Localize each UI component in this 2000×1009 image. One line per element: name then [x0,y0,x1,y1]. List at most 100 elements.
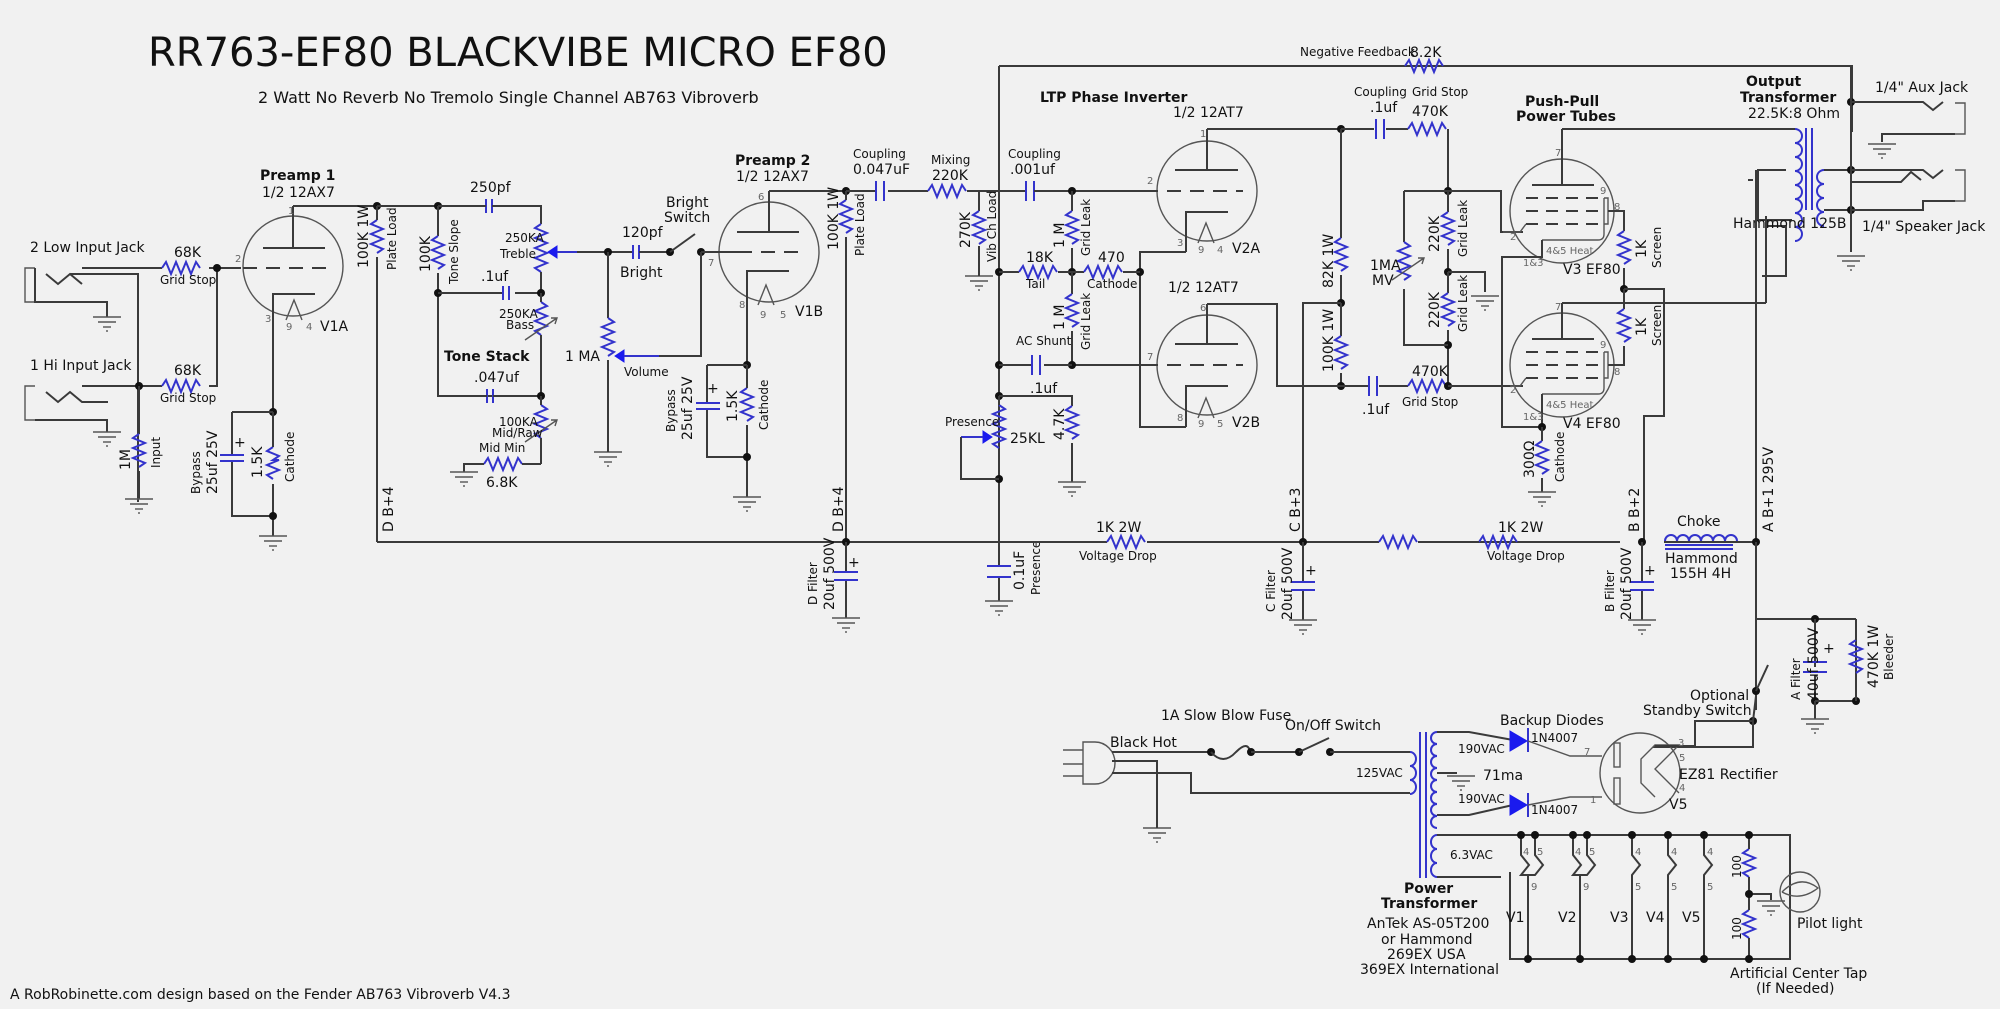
pin-label: 4 [306,322,312,333]
pt-grid-stop-2 [1407,377,1447,395]
pin-label: 5 [780,310,786,321]
pi-plate-resistor-b-value: 100K 1W [1321,309,1337,372]
pt-grid-stop-2-value: 470K [1412,364,1449,380]
pin-label: 7 [1555,302,1561,313]
speaker-jack [1851,169,1966,211]
v4-heat-label: 4&5 Heat [1546,400,1594,411]
grid-stop-resistor-1 [161,259,201,277]
pin-label: 8 [1177,413,1183,424]
vib-ch-load-value: 270K [958,211,974,248]
pin-label: 9 [1198,419,1204,430]
v2b-tube-type: 1/2 12AT7 [1168,280,1239,296]
heater-tube-label: V4 [1646,910,1665,926]
preamp2-tube-type: 1/2 12AX7 [736,169,809,185]
power-switch-label: On/Off Switch [1285,718,1381,734]
pin-label: 2 [1147,176,1153,187]
feedback-label: Negative Feedback [1300,45,1415,59]
pt-heater-winding [1430,834,1438,878]
d-filter-value: 20uf 500V [822,537,838,610]
output-transformer-model: Hammond 125B [1733,216,1846,232]
pin-label: 8 [1614,202,1620,213]
v4-cathode-pins: 1&3 [1523,412,1544,423]
presence-pot [990,404,1008,449]
voltage-drop-1-label: Voltage Drop [1079,549,1157,563]
presence-cap-label: Presence [1029,541,1043,595]
pi-grid-leak-1-value: 1 M [1052,223,1068,248]
power-cathode-label: Cathode [1553,432,1567,482]
mid-pot-value: 100KA [499,415,539,429]
bass-cap-value: .1uf [481,269,509,285]
standby-switch[interactable] [1755,664,1769,692]
pt-grid-leak-1-label: Grid Leak [1456,200,1470,257]
coupling-cap-0047 [875,181,885,201]
polarity-plus: + [1823,641,1835,657]
d-filter-label: D Filter [806,562,820,605]
mid-min-value: 6.8K [486,475,518,491]
volume-pot-wiper-icon [614,349,625,363]
preamp1-cathode-value: 1.5K [250,446,266,478]
bass-cap [502,286,510,300]
tube-v1b [715,191,820,365]
master-volume-pot [1395,241,1413,281]
standby-label-2: Standby Switch [1643,703,1752,719]
b-filter-cap [1630,581,1654,591]
power-transformer-title: Power [1404,881,1453,897]
pt-hv-2-label: 190VAC [1458,792,1505,806]
choke-inductor [1664,534,1738,550]
preamp1-rail-label: D B+4 [381,486,397,532]
pin-label: 9 [1531,882,1537,893]
rail-a-label: A B+1 295V [1761,447,1777,532]
mixing-resistor-value: 220K [932,168,969,184]
schematic-subtitle: 2 Watt No Reverb No Tremolo Single Chann… [258,88,759,107]
voltage-drop-2-label: Voltage Drop [1487,549,1565,563]
bright-switch-label-2: Switch [664,210,710,226]
preamp1-tube-type: 1/2 12AX7 [262,185,335,201]
heater-tube-label: V1 [1506,910,1524,926]
master-volume-value: 1MA [1370,258,1401,274]
bright-cap-value: 120pf [622,225,664,241]
treble-cap-value: 250pf [470,180,512,196]
preamp1-bypass-label: Bypass [189,451,203,494]
backup-diode-1-icon [1509,730,1528,752]
pt-model-3: 269EX USA [1387,947,1466,963]
preamp2-plate-load [837,199,855,234]
bleeder-label: Bleeder [1882,634,1896,680]
pi-grid-leak-1-label: Grid Leak [1079,199,1093,256]
tone-stack-title: Tone Stack [444,349,530,365]
screen-resistor-1-value: 1K [1634,239,1650,258]
pt-grid-leak-2-label: Grid Leak [1456,275,1470,332]
pin-label: 5 [1635,882,1641,893]
pt-coupling-cap-1 [1375,119,1385,139]
v2b-ref: V2B [1232,415,1260,431]
mixing-resistor [927,182,967,200]
presence-cap-value: 0.1uF [1012,551,1028,590]
pilot-light-icon [1779,871,1821,913]
grid-stop-1-value: 68K [174,245,202,261]
heater-tube-label: V3 [1610,910,1628,926]
treble-pot-label: Treble [499,247,536,261]
pin-label: 9 [760,310,766,321]
preamp1-plate-load [368,219,386,254]
volume-pot-label: Volume [624,365,669,379]
pt-coupling-value: .1uf [1370,100,1398,116]
treble-pot-value: 250KA [505,231,545,245]
bright-cap-label: Bright [620,265,663,281]
pt-model-4: 369EX International [1360,962,1499,978]
preamp2-cathode-resistor [738,387,756,422]
tube-v2b [1144,304,1258,427]
pin-label: 4 [1671,847,1677,858]
pi-cathode-label: Cathode [1087,277,1137,291]
power-switch[interactable] [1298,737,1330,753]
mains-plug-icon [1063,741,1116,785]
pin-label: 5 [1671,882,1677,893]
power-cathode-resistor [1533,440,1551,475]
pt-grid-leak-1 [1439,211,1457,246]
preamp1-title: Preamp 1 [260,168,335,184]
pt-model-2: or Hammond [1381,932,1472,948]
input-resistor-value: 1M [118,449,134,470]
pt-grid-stop-label-2: Grid Stop [1402,395,1458,409]
